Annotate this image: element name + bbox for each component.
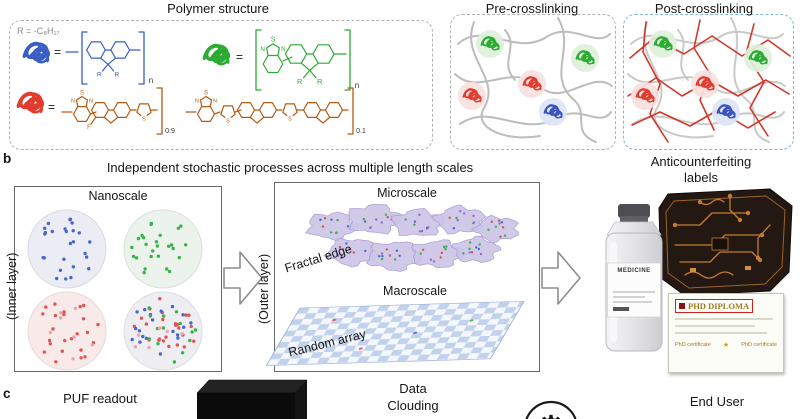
microscale-box [274, 182, 540, 372]
certificate-text-line [675, 318, 773, 320]
certificate-left-text: PhD certificate [675, 342, 711, 348]
data-clouding-label-line1: Data [399, 381, 427, 396]
certificate-right-text: PhD certificate [741, 342, 777, 348]
diploma-red-frame: PHD DIPLOMA [675, 299, 754, 313]
diploma-title: PHD DIPLOMA [688, 301, 750, 311]
pcb-label [658, 188, 793, 296]
diploma-seal-icon [679, 303, 685, 309]
phd-diploma-certificate: PHD DIPLOMA PhD certificate ★ PhD certif… [668, 293, 784, 373]
gold-star-icon: ★ [722, 342, 730, 349]
arrow-micro-to-labels [541, 251, 581, 305]
anticounterfeiting-title-line1: Anticounterfeiting [650, 154, 752, 169]
equals-sign-red: = [48, 100, 56, 114]
polymer-structure-box [9, 20, 433, 150]
polymer-structure-title: Polymer structure [167, 1, 269, 16]
certificate-text-line [675, 325, 755, 327]
post-crosslinking-title: Post-crosslinking [654, 1, 754, 16]
nanoscale-title: Nanoscale [88, 189, 148, 203]
pre-crosslinking-box [450, 14, 616, 150]
medicine-bottle-text: MEDICINE [617, 268, 651, 274]
microscale-title: Microscale [377, 186, 437, 200]
anticounterfeiting-title-line2: labels [684, 170, 718, 185]
macroscale-title: Macroscale [383, 284, 447, 298]
medicine-bottle [605, 204, 663, 352]
r-group-definition: R = -C₈H₁₇ [17, 26, 60, 36]
panel-b-title: Independent stochastic processes across … [106, 160, 474, 175]
equals-sign-blue: = [54, 45, 62, 59]
pre-crosslinking-title: Pre-crosslinking [485, 1, 579, 16]
outer-layer-label: (Outer layer) [257, 253, 271, 324]
svg-text:⚙: ⚙ [535, 408, 567, 419]
certificate-text-line [675, 332, 767, 334]
data-clouding-label-line2: Clouding [387, 398, 439, 413]
certificate-footer: PhD certificate ★ PhD certificate [675, 341, 777, 349]
panel-c-label: c [3, 386, 11, 401]
nanoscale-box [14, 186, 222, 372]
inner-layer-label: (Inner layer) [5, 252, 19, 320]
gear-icon: ⚙ [525, 400, 577, 419]
equals-sign-green: = [236, 50, 244, 64]
end-user-label: End User [689, 394, 745, 409]
panel-b-label: b [3, 151, 12, 166]
puf-readout-label: PUF readout [63, 391, 137, 406]
puf-reader-device [196, 379, 308, 419]
post-crosslinking-box [623, 14, 794, 150]
